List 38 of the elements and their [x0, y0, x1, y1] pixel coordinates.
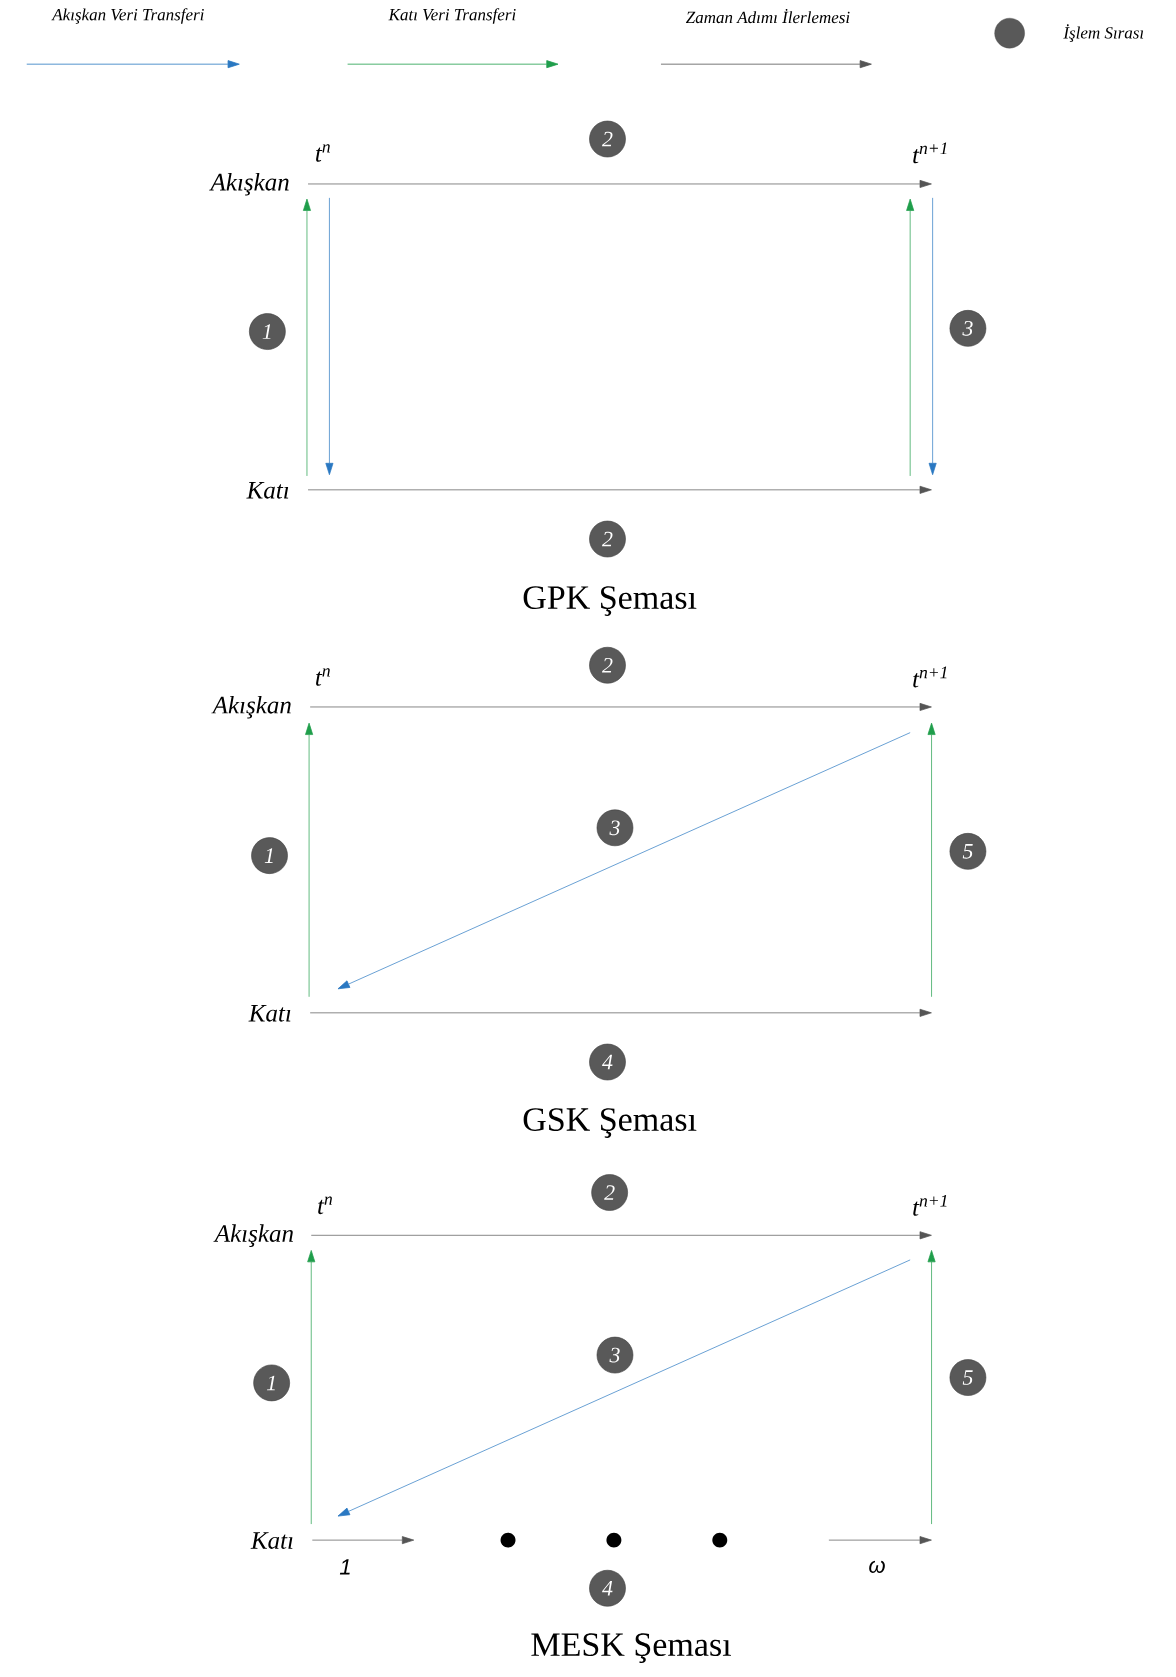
- time-label: t$^{n}$: [315, 668, 330, 686]
- arrow: [928, 197, 937, 476]
- time-label: t$^{n}$: [315, 144, 330, 162]
- time-label: t$^{n+1}$: [912, 142, 947, 164]
- arrow: [311, 1536, 414, 1545]
- row-label: Katı: [250, 1532, 293, 1549]
- row-label: Katı: [248, 1005, 291, 1022]
- iteration-label: 1: [339, 1559, 350, 1575]
- arrow: [307, 485, 932, 494]
- scheme-title: GPK Şeması: [523, 586, 697, 616]
- row-label: Katı: [246, 482, 288, 499]
- row-label: Akışkan: [208, 173, 289, 196]
- iteration-label: ω: [868, 1560, 885, 1573]
- arrow: [325, 197, 334, 476]
- time-label: t$^{n}$: [317, 1196, 332, 1215]
- arrow: [927, 722, 936, 998]
- arrow: [309, 1008, 932, 1017]
- time-label: t$^{n+1}$: [912, 666, 947, 688]
- arrow: [310, 1231, 932, 1240]
- arrow: [337, 1259, 911, 1517]
- arrow: [337, 732, 911, 990]
- scheme-title: MESK Şeması: [531, 1633, 731, 1664]
- arrow: [828, 1536, 932, 1545]
- legend-text: İşlem Sırası: [1063, 24, 1143, 42]
- arrow: [309, 703, 932, 711]
- arrow: [304, 722, 313, 998]
- arrow: [927, 1250, 936, 1525]
- legend-text: Katı Veri Transferi: [388, 8, 516, 24]
- time-label: t$^{n+1}$: [912, 1194, 947, 1216]
- legend-text: Akışkan Veri Transferi: [51, 8, 204, 24]
- arrow: [307, 180, 932, 188]
- scheme-title: GSK Şeması: [523, 1108, 697, 1138]
- arrow: [905, 198, 914, 477]
- arrow: [307, 1250, 315, 1525]
- arrow: [302, 198, 311, 477]
- legend-text: Zaman Adımı İlerlemesi: [685, 8, 850, 24]
- row-label: Akışkan: [211, 696, 291, 719]
- row-label: Akışkan: [213, 1224, 293, 1247]
